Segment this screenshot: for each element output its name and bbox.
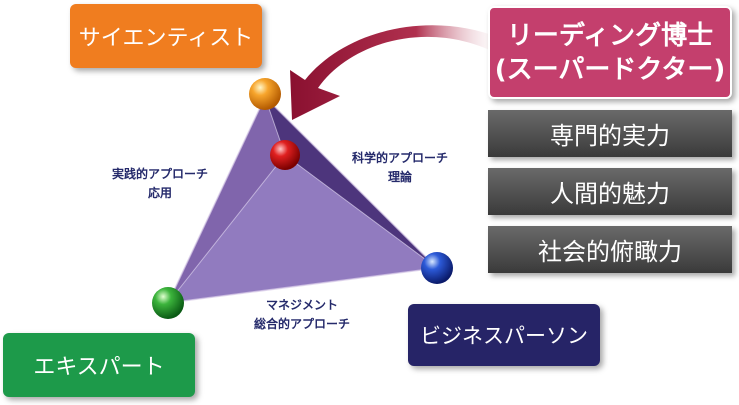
skill-label: 専門的実力 <box>550 122 670 150</box>
approach-title: 科学的アプローチ <box>351 151 448 165</box>
expert-box: エキスパート <box>3 333 195 397</box>
skill-box-charm: 人間的魅力 <box>488 168 732 215</box>
pyramid-edge-inner-2 <box>284 154 438 269</box>
approach-title: 実践的アプローチ <box>111 167 208 181</box>
management-approach-label: マネジメント 総合的アプローチ <box>232 296 372 334</box>
approach-subtitle: 応用 <box>147 186 172 200</box>
blue-sphere-icon <box>421 252 453 284</box>
doctor-title: リーディング博士 <box>506 20 714 51</box>
business-person-box: ビジネスパーソン <box>408 304 600 366</box>
skill-box-social-perspective: 社会的俯瞰力 <box>488 226 732 273</box>
leading-doctor-box: リーディング博士 (スーパードクター) <box>488 6 732 99</box>
scientist-box: サイエンティスト <box>70 4 262 68</box>
expert-label: エキスパート <box>33 355 165 380</box>
doctor-subtitle: (スーパードクター) <box>494 54 726 85</box>
skill-box-expertise: 専門的実力 <box>488 110 732 157</box>
red-sphere-icon <box>270 140 300 170</box>
skill-label: 人間的魅力 <box>550 180 670 208</box>
pyramid-edge-inner-1 <box>167 154 286 304</box>
green-sphere-icon <box>152 287 184 319</box>
skill-label: 社会的俯瞰力 <box>538 238 682 266</box>
business-person-label: ビジネスパーソン <box>420 324 588 348</box>
pyramid-edges <box>166 96 439 304</box>
approach-subtitle: 理論 <box>387 170 412 184</box>
scientific-approach-label: 科学的アプローチ 理論 <box>325 149 475 187</box>
scientist-label: サイエンティスト <box>78 26 254 51</box>
pyramid-face-left <box>168 97 285 303</box>
orange-sphere-icon <box>249 78 281 110</box>
approach-subtitle: 総合的アプローチ <box>253 317 350 331</box>
practical-approach-label: 実践的アプローチ 応用 <box>90 165 230 203</box>
pyramid-face-front <box>168 155 437 303</box>
curved-arrow-icon <box>290 25 500 120</box>
approach-title: マネジメント <box>265 298 338 312</box>
